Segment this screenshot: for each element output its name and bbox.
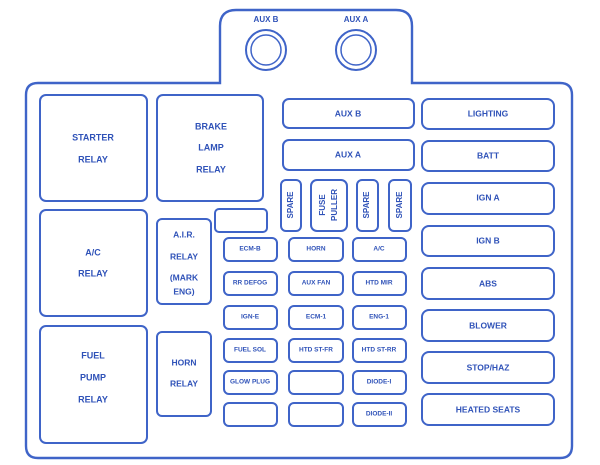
aux-a-socket-label: AUX A (344, 15, 369, 24)
mini-fuse-label: HTD MIR (365, 280, 392, 287)
air-relay-label-3: (MARK (170, 272, 199, 282)
fuse-puller: FUSE PULLER (310, 179, 348, 232)
aux-a-fuse: AUX A (282, 139, 415, 171)
mini-fuse: IGN-E (223, 305, 278, 330)
batt-fuse: BATT (421, 140, 555, 172)
mini-fuse (288, 402, 344, 427)
mini-fuse-label: FUEL SOL (234, 347, 266, 354)
mini-fuse-label: A/C (373, 246, 385, 253)
fuse-puller-label-2: PULLER (330, 189, 339, 221)
blower-fuse: BLOWER (421, 309, 555, 342)
air-relay-label-1: A.I.R. (173, 229, 195, 239)
spare-fuse-2-label: SPARE (362, 191, 371, 219)
horn-relay-label-2: RELAY (170, 378, 198, 388)
mini-fuse-label: HTD ST-RR (362, 347, 397, 354)
mini-fuse-label: IGN-E (241, 314, 260, 321)
mini-fuse-label: ENG-1 (369, 314, 389, 321)
fuse-puller-label-1: FUSE (318, 194, 327, 216)
horn-relay-label-1: HORN (171, 357, 196, 367)
mini-fuse: AUX FAN (288, 271, 344, 296)
starter-relay: STARTER RELAY (39, 94, 148, 202)
fuel-pump-relay-label-2: PUMP (80, 372, 106, 382)
mini-fuse: HTD MIR (352, 271, 407, 296)
mini-fuse: DIODE-I (352, 370, 407, 395)
starter-relay-label-1: STARTER (72, 132, 114, 142)
empty-slot (214, 208, 268, 233)
mini-fuse: HTD ST-FR (288, 338, 344, 363)
air-relay-label-2: RELAY (170, 251, 198, 261)
ac-relay-label-1: A/C (85, 247, 101, 257)
abs-fuse: ABS (421, 267, 555, 300)
mini-fuse-label: ECM-1 (306, 314, 327, 321)
mini-fuse: ENG-1 (352, 305, 407, 330)
horn-relay: HORN RELAY (156, 331, 212, 417)
mini-fuse: A/C (352, 237, 407, 262)
aux-b-fuse-label: AUX B (335, 108, 361, 118)
brake-lamp-relay: BRAKE LAMP RELAY (156, 94, 264, 202)
mini-fuse (223, 402, 278, 427)
starter-relay-label-2: RELAY (78, 154, 108, 164)
stop-haz-fuse-label: STOP/HAZ (467, 362, 510, 372)
heated-seats-fuse: HEATED SEATS (421, 393, 555, 426)
abs-fuse-label: ABS (479, 278, 497, 288)
mini-fuse-label: AUX FAN (302, 280, 331, 287)
aux-a-fuse-label: AUX A (335, 149, 361, 159)
mini-fuse-label: RR DEFOG (233, 280, 267, 287)
lighting-fuse-label: LIGHTING (468, 108, 509, 118)
air-relay: A.I.R. RELAY (MARK ENG) (156, 218, 212, 305)
ac-relay-label-2: RELAY (78, 268, 108, 278)
lighting-fuse: LIGHTING (421, 98, 555, 130)
aux-a-socket: AUX A (335, 15, 377, 71)
spare-fuse-3: SPARE (388, 179, 412, 232)
right-fuse-column: LIGHTING BATT IGN A IGN B ABS BLOWER STO… (421, 98, 555, 426)
mini-fuse: DIODE-II (352, 402, 407, 427)
mini-fuse: HTD ST-RR (352, 338, 407, 363)
brake-lamp-relay-label-2: LAMP (198, 142, 224, 152)
heated-seats-fuse-label: HEATED SEATS (456, 404, 521, 414)
fuel-pump-relay-label-3: RELAY (78, 394, 108, 404)
mini-fuse: GLOW PLUG (223, 370, 278, 395)
mini-fuse: ECM-B (223, 237, 278, 262)
mini-fuse: FUEL SOL (223, 338, 278, 363)
air-relay-label-4: ENG) (173, 286, 194, 296)
ac-relay: A/C RELAY (39, 209, 148, 317)
brake-lamp-relay-label-3: RELAY (196, 164, 226, 174)
mini-fuse: ECM-1 (288, 305, 344, 330)
stop-haz-fuse: STOP/HAZ (421, 351, 555, 384)
blower-fuse-label: BLOWER (469, 320, 507, 330)
spare-fuse-1: SPARE (280, 179, 302, 232)
mini-fuse-label: DIODE-II (366, 411, 393, 418)
mini-fuse-label: ECM-B (239, 246, 261, 253)
mini-fuse: HORN (288, 237, 344, 262)
mini-fuse: RR DEFOG (223, 271, 278, 296)
mini-fuse-label: HTD ST-FR (299, 347, 333, 354)
brake-lamp-relay-label-1: BRAKE (195, 121, 227, 131)
fuse-box-outline (24, 8, 574, 460)
batt-fuse-label: BATT (477, 150, 500, 160)
aux-b-socket: AUX B (245, 15, 287, 71)
ign-b-fuse-label: IGN B (476, 235, 500, 245)
spare-fuse-2: SPARE (356, 179, 379, 232)
mini-fuse-label: DIODE-I (367, 379, 392, 386)
spare-fuse-1-label: SPARE (286, 191, 295, 219)
mini-fuse-label: HORN (306, 246, 325, 253)
spare-fuse-3-label: SPARE (395, 191, 404, 219)
ign-a-fuse-label: IGN A (476, 192, 499, 202)
mini-fuse (288, 370, 344, 395)
mini-fuse-grid: ECM-B HORN A/C RR DEFOG AUX FAN HTD MIR … (223, 237, 407, 427)
ign-b-fuse: IGN B (421, 225, 555, 257)
fuel-pump-relay: FUEL PUMP RELAY (39, 325, 148, 444)
aux-b-socket-label: AUX B (254, 15, 279, 24)
mini-fuse-label: GLOW PLUG (230, 379, 270, 386)
ign-a-fuse: IGN A (421, 182, 555, 215)
fuel-pump-relay-label-1: FUEL (81, 350, 105, 360)
aux-b-fuse: AUX B (282, 98, 415, 129)
